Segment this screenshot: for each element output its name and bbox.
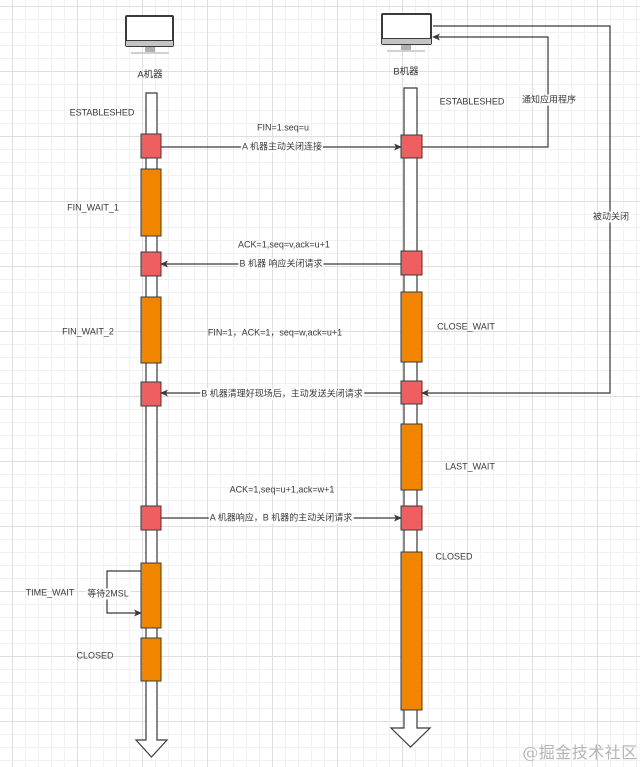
node-label-a: A机器 bbox=[137, 69, 163, 81]
message-description: A 机器响应，B 机器的主动关闭请求 bbox=[208, 512, 354, 524]
computer-icon bbox=[125, 15, 174, 54]
state-label-b-closed: CLOSED bbox=[435, 551, 473, 562]
state-block-time-wait bbox=[140, 562, 162, 629]
computer-icon bbox=[381, 13, 432, 52]
state-block-closed bbox=[140, 637, 162, 682]
passive-close-connector bbox=[421, 25, 611, 397]
node-label-b: B机器 bbox=[393, 66, 419, 78]
event-block bbox=[140, 133, 162, 159]
event-block bbox=[140, 251, 162, 277]
state-label-b-last-wait: LAST_WAIT bbox=[445, 461, 495, 472]
event-block bbox=[140, 381, 162, 407]
event-block bbox=[400, 134, 423, 159]
event-block bbox=[400, 250, 423, 276]
event-block bbox=[140, 505, 162, 531]
state-block-closed bbox=[400, 551, 423, 711]
state-label-a-fin-wait-2: FIN_WAIT_2 bbox=[62, 326, 114, 337]
lifeline-b bbox=[389, 87, 432, 748]
state-block-close-wait bbox=[400, 291, 423, 363]
message-header: FIN=1，ACK=1，seq=w,ack=u+1 bbox=[207, 327, 343, 338]
state-label-a-time-wait: TIME_WAIT bbox=[25, 587, 75, 598]
wait-2msl-label: 等待2MSL bbox=[86, 588, 130, 600]
event-block bbox=[400, 380, 423, 405]
state-block-fin-wait-1 bbox=[140, 168, 162, 237]
state-label-b-established: ESTABLESHED bbox=[439, 96, 505, 107]
message-header: ACK=1,seq=v,ack=u+1 bbox=[238, 239, 330, 250]
message-description: B 机器 响应关闭请求 bbox=[238, 258, 324, 270]
message-header: FIN=1.seq=u bbox=[256, 122, 310, 133]
message-description: B 机器清理好现场后，主动发送关闭请求 bbox=[200, 388, 364, 400]
state-block-last-wait bbox=[400, 423, 423, 491]
event-block bbox=[400, 505, 423, 531]
passive-close-label: 被动关闭 bbox=[591, 211, 631, 223]
notify-app-connector bbox=[422, 33, 549, 148]
message-description: A 机器主动关闭连接 bbox=[240, 141, 324, 153]
message-header: ACK=1,seq=u+1,ack=w+1 bbox=[229, 484, 335, 495]
notify-app-label: 通知应用程序 bbox=[520, 94, 578, 106]
state-label-b-close-wait: CLOSE_WAIT bbox=[437, 321, 495, 332]
state-block-fin-wait-2 bbox=[140, 296, 162, 364]
watermark: @掘金技术社区 bbox=[522, 743, 638, 762]
state-label-a-closed: CLOSED bbox=[76, 650, 114, 661]
state-label-a-established: ESTABLESHED bbox=[69, 107, 135, 118]
state-label-a-fin-wait-1: FIN_WAIT_1 bbox=[67, 202, 119, 213]
